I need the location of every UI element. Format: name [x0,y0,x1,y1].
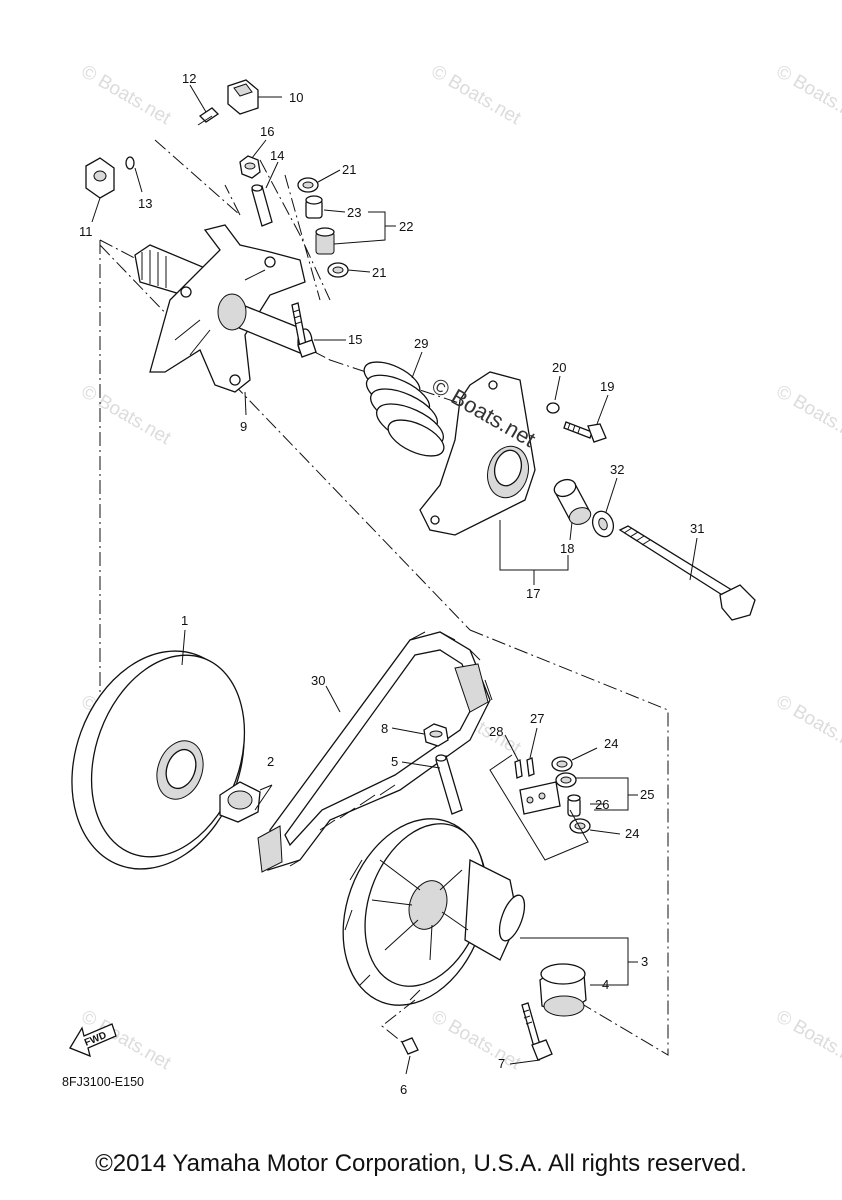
part-label-3: 3 [641,954,648,969]
watermark: © Boats.net [773,61,842,129]
part-9-spider-shaft [134,224,313,393]
part-4-bushing [539,963,587,1017]
watermark: © Boats.net [773,691,842,759]
part-5-pin [435,754,463,815]
part-label-4: 4 [602,977,609,992]
leader-lines-upper [91,84,698,585]
part-label-29: 29 [414,336,428,351]
watermark: © Boats.net [773,1006,842,1074]
part-29-spring [363,361,445,457]
part-label-24-top: 24 [604,736,618,751]
part-label-12: 12 [182,71,196,86]
part-label-7: 7 [498,1056,505,1071]
part-label-21-top: 21 [342,162,356,177]
part-label-10: 10 [289,90,303,105]
part-label-19: 19 [600,379,614,394]
part-6-plug [401,1037,419,1055]
part-13-clip [125,156,135,170]
part-label-14: 14 [270,148,284,163]
part-25-roller [555,772,577,788]
copyright-notice: ©2014 Yamaha Motor Corporation, U.S.A. A… [95,1150,747,1177]
part-label-32: 32 [610,462,624,477]
part-21-washer-bottom [327,262,349,278]
part-31-bolt [618,525,756,621]
part-16-nut [239,155,261,179]
part-21-washer-top [297,177,319,193]
diagram-code: 8FJ3100-E150 [62,1075,144,1089]
watermark: © Boats.net [428,61,525,129]
fwd-arrow-icon: FWD [69,1023,117,1058]
part-label-17: 17 [526,586,540,601]
part-1-sheave [71,650,246,870]
part-label-15: 15 [348,332,362,347]
part-7-bolt [521,1002,553,1061]
part-label-9: 9 [240,419,247,434]
part-27-28-roller-set [514,757,561,815]
part-number-labels: 10 12 13 11 16 14 21 23 22 21 15 29 20 1… [79,71,704,1097]
part-32-washer [591,510,615,538]
part-2-bushing [219,781,261,823]
part-22-bushing [315,227,335,255]
part-label-6: 6 [400,1082,407,1097]
part-10-block [227,79,259,115]
part-17-plate [419,371,536,536]
watermark: © Boats.net [773,381,842,449]
part-11-block [85,157,115,199]
parts-diagram: © Boats.net © Boats.net © Boats.net © Bo… [62,61,842,1097]
part-14-shaft [251,184,273,227]
part-label-22: 22 [399,219,413,234]
part-12-pin [197,107,220,126]
part-label-26: 26 [595,797,609,812]
part-label-11: 11 [79,224,93,239]
part-24-washer-top [551,756,573,772]
part-label-13: 13 [138,196,152,211]
part-18-bushing [553,478,592,525]
part-label-25: 25 [640,787,654,802]
part-label-24-bottom: 24 [625,826,639,841]
part-23-bushing [305,195,323,219]
part-label-23: 23 [347,205,361,220]
part-26-pin [567,794,581,817]
part-label-31: 31 [690,521,704,536]
part-label-30: 30 [311,673,325,688]
part-label-2: 2 [267,754,274,769]
leader-lines-lower [181,629,638,1075]
part-label-28: 28 [489,724,503,739]
watermark: © Boats.net [78,61,175,129]
part-8-nut [423,723,449,747]
part-label-1: 1 [181,613,188,628]
fwd-label: FWD [83,1030,108,1049]
part-label-18: 18 [560,541,574,556]
watermark: © Boats.net [78,381,175,449]
part-30-belt [257,631,493,873]
part-19-bolt [563,421,607,443]
part-label-21-bottom: 21 [372,265,386,280]
part-15-bolt [291,302,317,358]
part-label-16: 16 [260,124,274,139]
part-label-20: 20 [552,360,566,375]
part-label-5: 5 [391,754,398,769]
part-label-27: 27 [530,711,544,726]
part-20-washer [546,402,560,414]
part-3-movable-sheave [342,818,526,1006]
part-label-8: 8 [381,721,388,736]
part-24-washer-bottom [569,818,591,834]
